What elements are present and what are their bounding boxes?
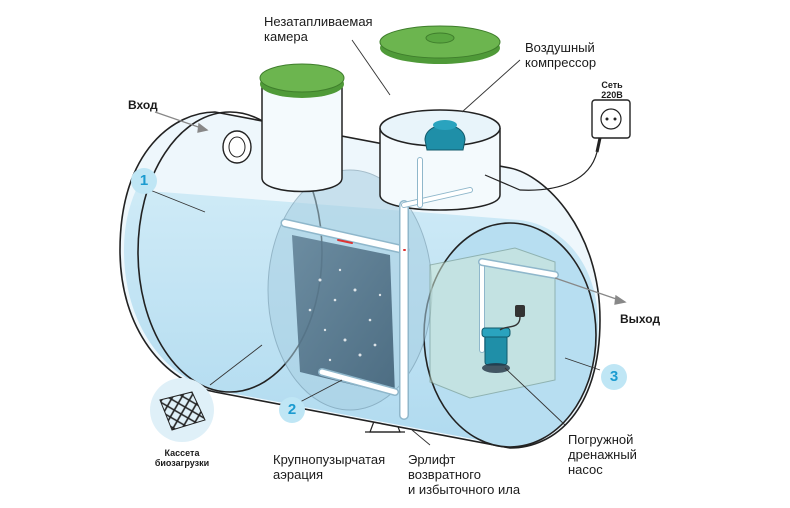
clarifier-box [429,247,556,399]
cassette-icon [150,378,214,442]
pump-label: Погружной дренажный насос [568,432,637,477]
cassette-label: Кассета биозагрузки [154,448,210,468]
flow-arrows [154,111,627,305]
badge-1: 1 [131,168,157,194]
inlet-riser [261,85,343,193]
power-label: Сеть 220В [601,80,623,100]
aeration-label: Крупнопузырчатая аэрация [273,452,386,482]
compressor [424,120,466,151]
outlet-label: Выход [620,312,661,326]
non-flooded-chamber-label: Незатапливаемая камера [264,14,373,44]
badge-2: 2 [279,397,305,423]
badge-3: 3 [601,364,627,390]
lids [259,25,501,98]
leader-lines [149,39,601,446]
airlift-label: Эрлифт возвратного и избыточного ила [408,452,521,497]
power-socket [484,99,631,191]
pipes [280,157,559,420]
drainage-pump [481,305,525,373]
compressor-label: Воздушный компрессор [525,40,597,70]
inlet-label: Вход [128,98,158,112]
